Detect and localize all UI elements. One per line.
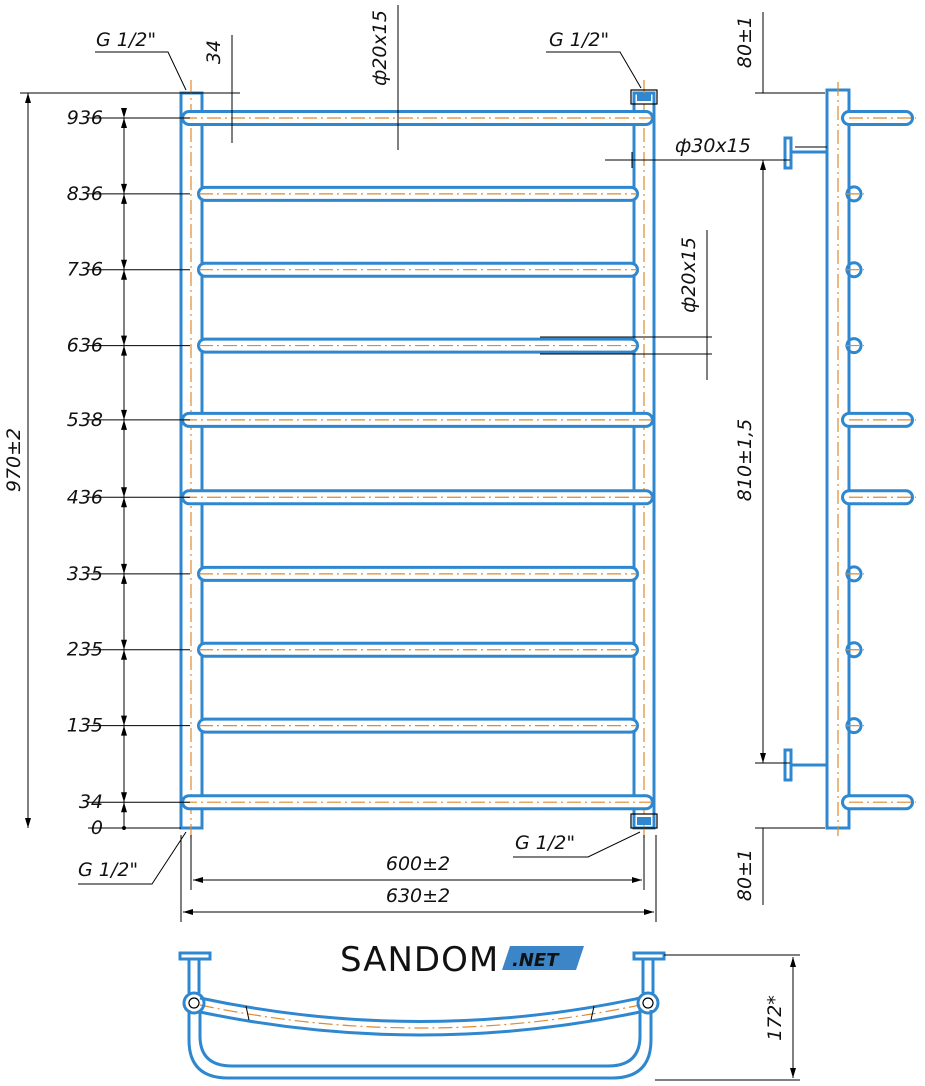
side-rung bbox=[845, 717, 864, 735]
width-axis-label: 600±2 bbox=[386, 853, 450, 875]
side-view: 80±1 810±1,5 80±1 bbox=[734, 12, 916, 905]
top-view-collector-right bbox=[636, 991, 660, 1015]
top-view-collector-left-core bbox=[188, 997, 200, 1009]
rung-label-936: 936 bbox=[67, 107, 103, 129]
watermark-brand: SANDOM bbox=[340, 940, 499, 980]
top-right-fitting bbox=[630, 89, 658, 105]
top-view-arc-axis bbox=[199, 1004, 641, 1029]
side-rungs bbox=[841, 110, 916, 811]
top-view-bracket-left bbox=[178, 951, 212, 993]
rung-label-736: 736 bbox=[67, 259, 103, 281]
watermark-logo: SANDOM .NET bbox=[340, 940, 584, 980]
watermark-suffix: .NET bbox=[512, 950, 560, 971]
side-axis-distance-label: 810±1,5 bbox=[734, 419, 756, 501]
thread-bottom-right-label: G 1/2" bbox=[515, 832, 575, 854]
rung-label-538: 538 bbox=[67, 409, 103, 431]
thread-top-left: G 1/2" bbox=[95, 29, 187, 91]
side-offset-bottom-label: 80±1 bbox=[734, 849, 756, 901]
offset-top-label: 34 bbox=[203, 40, 225, 64]
top-view-joint-right bbox=[590, 1005, 595, 1021]
thread-bottom-left-label: G 1/2" bbox=[78, 859, 138, 881]
width-total-label: 630±2 bbox=[386, 885, 450, 907]
rung-label-636: 636 bbox=[67, 335, 103, 357]
side-offset-top-label: 80±1 bbox=[734, 16, 756, 68]
side-bracket-top bbox=[783, 136, 827, 170]
bottom-right-fitting bbox=[630, 813, 658, 829]
thread-bottom-left: G 1/2" bbox=[78, 831, 187, 885]
height-total-label: 970±2 bbox=[3, 428, 25, 492]
chain-arrow bbox=[121, 108, 127, 118]
top-view-collector-left bbox=[182, 991, 206, 1015]
side-bracket-bottom bbox=[783, 748, 827, 782]
top-view-collector-right-core bbox=[642, 997, 654, 1009]
top-view-u-outer bbox=[187, 1010, 653, 1080]
rung-label-235: 235 bbox=[67, 639, 103, 661]
top-right-fitting-core bbox=[637, 93, 651, 101]
top-view-arc-outer bbox=[199, 996, 641, 1023]
top-view: 172* bbox=[178, 951, 800, 1081]
depth-label: 172* bbox=[764, 995, 786, 1041]
side-rung bbox=[845, 641, 864, 659]
side-rung bbox=[845, 565, 864, 583]
side-rung bbox=[845, 261, 864, 279]
rung-label-436: 436 bbox=[67, 486, 103, 508]
top-view-u-inner bbox=[198, 1010, 642, 1068]
pipe-vertical-label: ф30х15 bbox=[675, 135, 751, 157]
rungs bbox=[181, 110, 654, 811]
top-view-arc-inner bbox=[199, 1010, 641, 1037]
rung-label-836: 836 bbox=[67, 183, 103, 205]
thread-top-left-label: G 1/2" bbox=[96, 29, 156, 51]
side-rung bbox=[845, 185, 864, 203]
rung-label-135: 135 bbox=[67, 715, 103, 737]
pipe-mid-label: ф20х15 bbox=[678, 237, 700, 313]
watermark-badge bbox=[502, 946, 584, 970]
bottom-right-fitting-core bbox=[637, 817, 651, 825]
top-view-joint-left bbox=[245, 1005, 250, 1021]
pipe-top-label: ф20х15 bbox=[369, 10, 391, 86]
top-view-bracket-right bbox=[632, 951, 666, 993]
thread-bottom-right: G 1/2" bbox=[513, 831, 641, 858]
rung-label-335: 335 bbox=[67, 563, 103, 585]
thread-top-right: G 1/2" bbox=[546, 29, 642, 89]
side-rung bbox=[845, 337, 864, 355]
thread-top-right-label: G 1/2" bbox=[549, 29, 609, 51]
